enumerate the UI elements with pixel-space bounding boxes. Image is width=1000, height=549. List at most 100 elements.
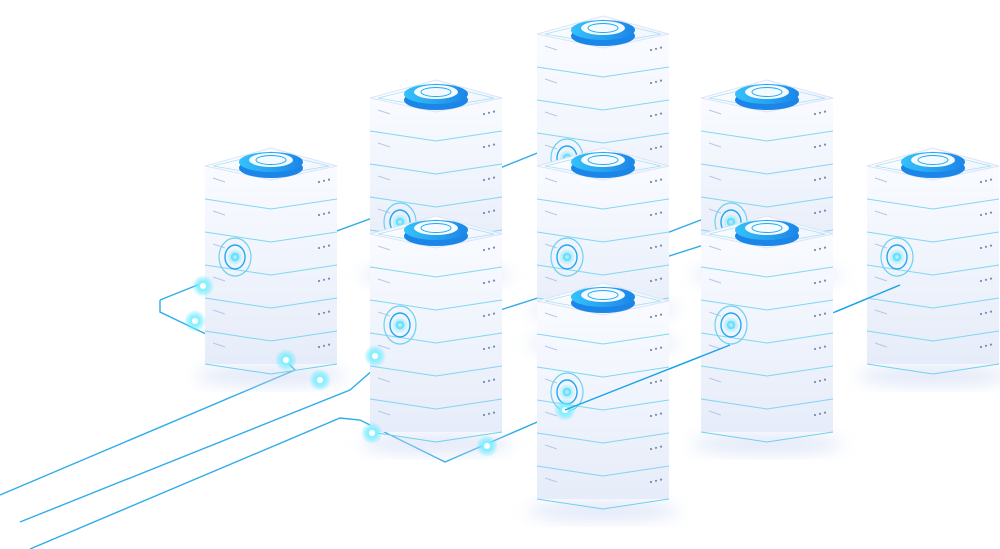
- network-node-icon: [317, 377, 323, 383]
- rack-vent-slot: [544, 45, 558, 51]
- status-ring-icon: [227, 249, 243, 265]
- server-rack: [195, 147, 347, 386]
- rack-port-dot: [984, 212, 988, 215]
- status-ring-icon: [389, 312, 411, 338]
- rack-unit-divider: [700, 398, 834, 410]
- rack-port-dot: [659, 46, 663, 49]
- rack-port-dot: [649, 315, 653, 319]
- rack-port-dot: [649, 447, 653, 451]
- rack-port-dot: [818, 210, 822, 213]
- rack-unit-divider: [536, 264, 670, 276]
- rack-port-dot: [979, 180, 983, 184]
- rack-port-dot: [818, 280, 822, 283]
- rack-vent-slot: [874, 243, 888, 249]
- rack-port-dot: [492, 411, 496, 414]
- rack-port-dot: [482, 178, 486, 182]
- rack-port-dot: [649, 114, 653, 118]
- rack-port-dot: [649, 480, 653, 484]
- rack-port-dot: [327, 277, 331, 280]
- rack-port-dot: [654, 479, 658, 482]
- rack-unit-divider: [700, 196, 834, 208]
- rack-port-dot: [487, 280, 491, 283]
- status-ring-icon: [880, 237, 914, 277]
- rack-vent-slot: [544, 444, 558, 450]
- rack-port-dot: [989, 244, 993, 247]
- rack-port-dot: [649, 81, 653, 85]
- rack-unit-divider: [369, 299, 503, 311]
- rack-port-dot: [654, 146, 658, 149]
- rack-port-dot: [823, 176, 827, 179]
- rack-unit-divider: [204, 198, 338, 210]
- rack-cap-icon: [751, 87, 783, 97]
- rack-port-dot: [659, 211, 663, 214]
- rack-port-dot: [492, 312, 496, 315]
- rack-vent-slot: [544, 345, 558, 351]
- rack-unit-divider: [700, 332, 834, 344]
- rack-shadow: [691, 434, 843, 454]
- status-ring-icon: [559, 384, 575, 400]
- rack-unit-divider: [369, 431, 503, 443]
- status-ring-icon: [720, 312, 742, 338]
- rack-front: [537, 166, 669, 331]
- front-connection-lines: [564, 344, 731, 411]
- rack-unit-divider: [536, 99, 670, 111]
- rack-port-dot: [823, 345, 827, 348]
- rack-port-dot: [649, 414, 653, 418]
- rack-vent-slot: [708, 344, 722, 350]
- rack-front: [867, 166, 999, 364]
- rack-port-dot: [317, 345, 321, 349]
- rack-cap-icon: [420, 87, 452, 97]
- front-connection-lines: [834, 284, 901, 313]
- status-ring-icon: [714, 305, 748, 345]
- rack-vent-slot: [377, 410, 391, 416]
- rack-port-dot: [649, 180, 653, 184]
- rack-port-dot: [813, 248, 817, 252]
- rack-port-dot: [823, 143, 827, 146]
- rack-shadow: [527, 501, 679, 521]
- rack-port-dot: [654, 446, 658, 449]
- rack-port-dot: [649, 48, 653, 52]
- connection-line: [564, 344, 731, 411]
- rack-port-dot: [984, 245, 988, 248]
- rack-port-dot: [989, 343, 993, 346]
- rack-port-dot: [659, 178, 663, 181]
- rack-vent-slot: [708, 208, 722, 214]
- rack-vent-slot: [212, 342, 226, 348]
- rack-vent-slot: [212, 276, 226, 282]
- rack-unit-divider: [369, 398, 503, 410]
- rack-unit-divider: [369, 163, 503, 175]
- rack-port-dot: [979, 213, 983, 217]
- server-rack: [360, 79, 512, 285]
- rack-port-dot: [649, 279, 653, 283]
- rack-vent-slot: [874, 210, 888, 216]
- connection-line: [19, 341, 406, 523]
- rack-port-dot: [659, 79, 663, 82]
- rack-port-dot: [654, 314, 658, 317]
- rack-vent-slot: [212, 210, 226, 216]
- rack-unit-divider: [204, 297, 338, 309]
- rack-port-dot: [487, 247, 491, 250]
- rack-vent-slot: [708, 142, 722, 148]
- status-ring-icon: [723, 317, 739, 333]
- server-rack: [527, 282, 679, 521]
- rack-port-dot: [492, 246, 496, 249]
- rack-port-dot: [659, 244, 663, 247]
- status-ring-icon: [383, 305, 417, 345]
- network-node-icon: [200, 283, 206, 289]
- rack-unit-divider: [700, 365, 834, 377]
- rack-vent-slot: [708, 245, 722, 251]
- rack-port-dot: [818, 313, 822, 316]
- rack-cap-icon: [751, 223, 783, 233]
- rack-port-dot: [487, 412, 491, 415]
- rack-port-dot: [818, 144, 822, 147]
- rack-unit-divider: [536, 198, 670, 210]
- rack-port-dot: [327, 310, 331, 313]
- rack-port-dot: [989, 178, 993, 181]
- rack-cap-icon: [587, 290, 619, 300]
- rack-vent-slot: [544, 243, 558, 249]
- rack-port-dot: [818, 379, 822, 382]
- rack-port-dot: [322, 212, 326, 215]
- rack-port-dot: [482, 314, 486, 318]
- rack-port-dot: [492, 279, 496, 282]
